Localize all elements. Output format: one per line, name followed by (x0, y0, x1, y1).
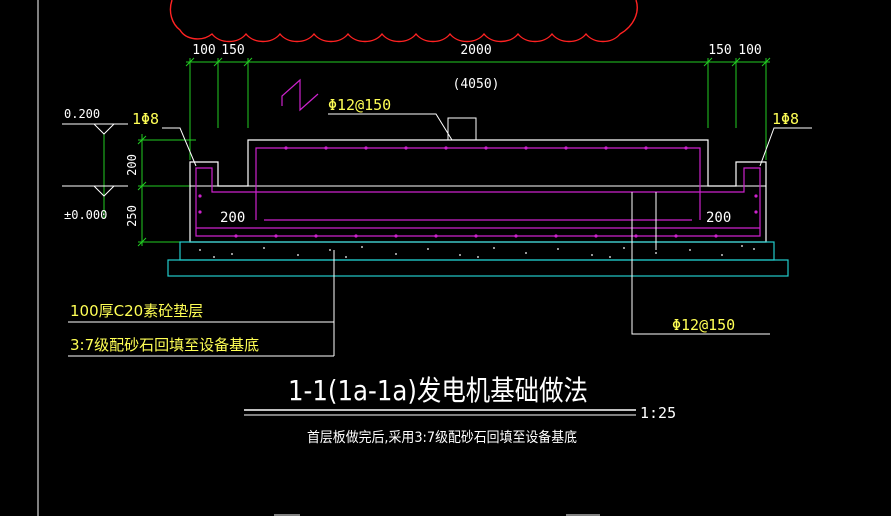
rebar-side-right-label: 1Φ8 (772, 110, 799, 128)
dim-top-center: 2000 (460, 43, 491, 58)
dim-left-upper: 200 (125, 154, 139, 176)
elevation-lower-label: ±0.000 (64, 208, 107, 222)
dim-top-right-a: 150 (708, 43, 731, 58)
rebar-dots (198, 146, 758, 238)
elevation-marker-upper: 0.200 (62, 107, 128, 135)
note-backfill: 3:7级配砂石回填至设备基底 (70, 336, 259, 354)
cushion-hatch (199, 245, 755, 258)
dimension-lines (103, 57, 771, 247)
rebar-top-mesh-label: Φ12@150 (328, 96, 391, 114)
drawing-title: 1-1(1a-1a)发电机基础做法 (288, 374, 588, 407)
elevation-upper-label: 0.200 (64, 107, 100, 121)
break-symbol (447, 117, 477, 140)
gravel-backfill-layer (167, 259, 789, 277)
rebar-lines (195, 147, 761, 237)
rebar-bottom-mesh-label: Φ12@150 (672, 316, 735, 334)
inner-dim-left: 200 (220, 210, 245, 226)
leader-lines (68, 113, 812, 357)
revision-cloud (169, 0, 638, 43)
elevation-marker-lower: ±0.000 (62, 185, 128, 222)
drawing-scale: 1:25 (640, 404, 676, 422)
foundation-outline (189, 139, 767, 243)
note-cushion: 100厚C20素砼垫层 (70, 302, 203, 320)
concrete-cushion-layer (179, 241, 775, 261)
drawing-subtitle: 首层板做完后,采用3:7级配砂石回填至设备基底 (307, 429, 577, 446)
inner-dim-right: 200 (706, 210, 731, 226)
dim-top-center-sub: (4050) (453, 77, 500, 92)
rebar-zigzag-symbol (281, 78, 319, 112)
dim-top-right-b: 100 (738, 43, 761, 58)
dim-top-left-a: 100 (192, 43, 215, 58)
rebar-side-left-label: 1Φ8 (132, 110, 159, 128)
dim-left-lower: 250 (125, 205, 139, 227)
dim-top-left-b: 150 (221, 43, 244, 58)
